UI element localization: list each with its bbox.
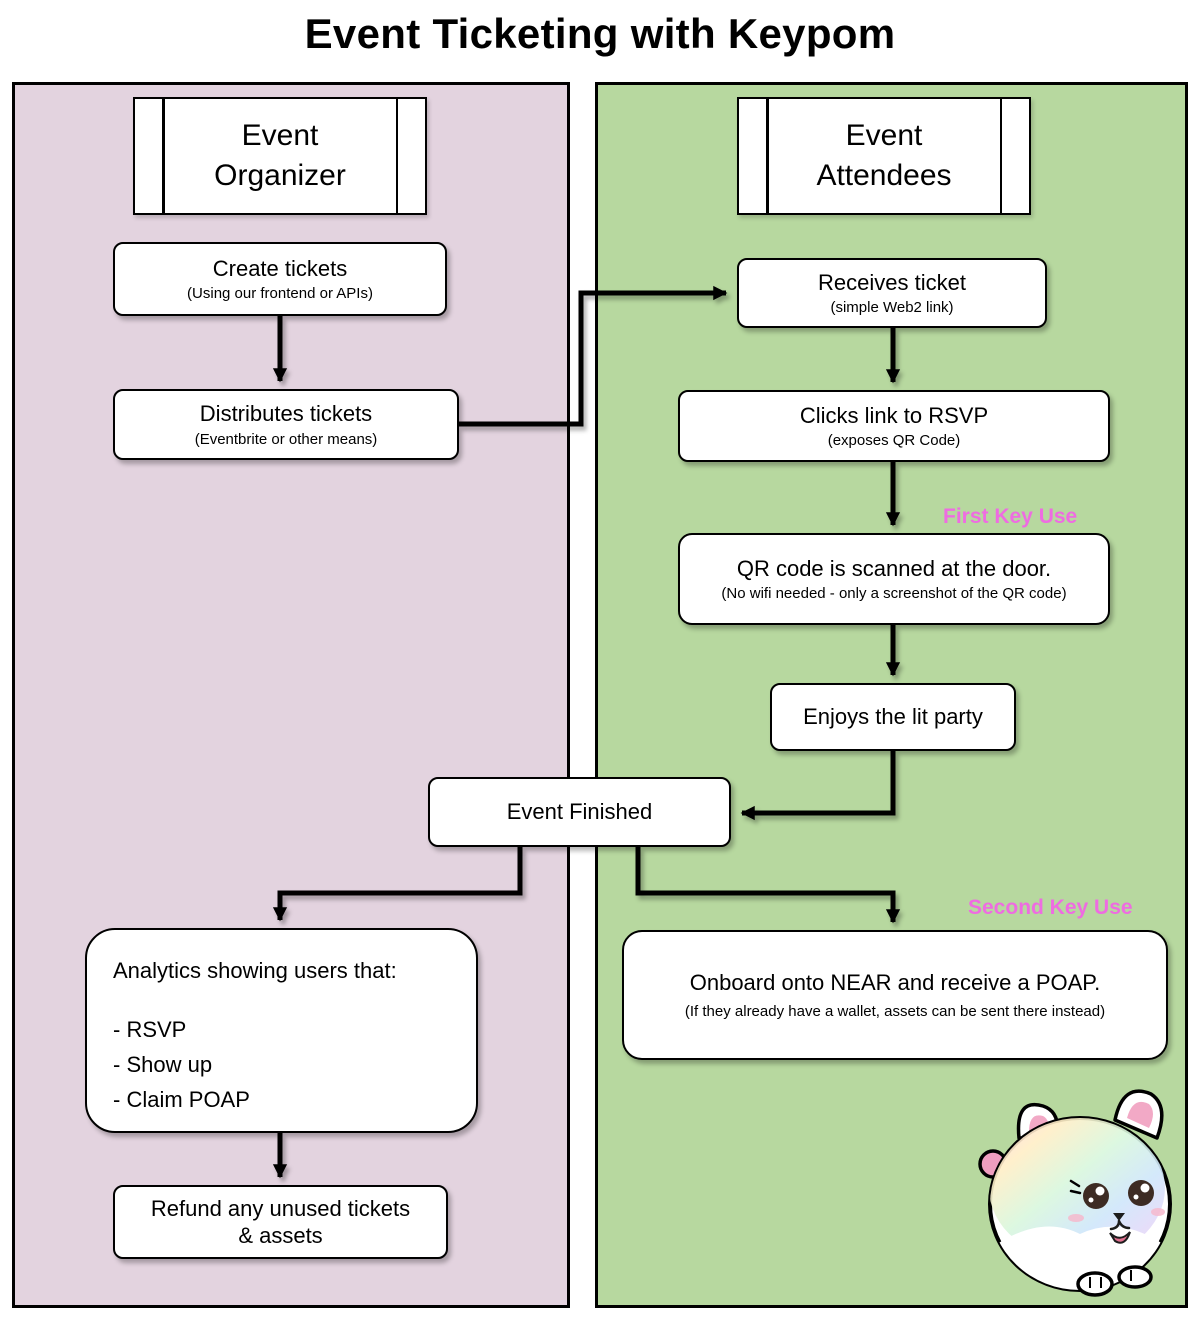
node-subtitle: (simple Web2 link) <box>830 299 954 317</box>
node-subtitle: (Eventbrite or other means) <box>194 430 378 448</box>
enjoys-party-node: Enjoys the lit party <box>770 683 1016 751</box>
attendees-header-text: Event Attendees <box>816 116 951 197</box>
node-title-line: Refund any unused tickets <box>150 1195 411 1221</box>
lane-title-line: Event <box>241 118 319 152</box>
ticket-stub-line <box>999 99 1002 213</box>
second-key-use-label: Second Key Use <box>968 896 1133 919</box>
lane-title-line: Attendees <box>816 159 952 192</box>
mascot-mouth <box>1109 1231 1131 1244</box>
node-title: Analytics showing users that: <box>113 958 397 983</box>
receives-ticket-node: Receives ticket (simple Web2 link) <box>737 258 1047 328</box>
node-title: Clicks link to RSVP <box>799 402 989 428</box>
lane-title-line: Event <box>845 118 923 152</box>
mascot-paw <box>1076 1271 1114 1297</box>
create-tickets-node: Create tickets (Using our frontend or AP… <box>113 242 447 316</box>
node-title: Onboard onto NEAR and receive a POAP. <box>689 969 1101 995</box>
node-title: Distributes tickets <box>199 401 373 427</box>
node-title: QR code is scanned at the door. <box>736 555 1052 581</box>
distributes-tickets-node: Distributes tickets (Eventbrite or other… <box>113 389 459 460</box>
clicks-link-rsvp-node: Clicks link to RSVP (exposes QR Code) <box>678 390 1110 462</box>
refund-node: Refund any unused tickets & assets <box>113 1185 448 1259</box>
organizer-header-text: Event Organizer <box>214 116 346 197</box>
mascot-left-eye <box>1083 1183 1109 1209</box>
keypom-mascot-dog <box>978 1089 1172 1297</box>
mascot-right-eye <box>1128 1180 1154 1206</box>
qr-scanned-node: QR code is scanned at the door. (No wifi… <box>678 533 1110 625</box>
onboard-near-node: Onboard onto NEAR and receive a POAP. (I… <box>622 930 1168 1060</box>
mascot-nose <box>1113 1213 1125 1221</box>
ticket-stub-line <box>395 99 398 213</box>
analytics-item: - RSVP <box>113 1016 187 1042</box>
node-title: Create tickets <box>212 255 348 281</box>
analytics-item: - Claim POAP <box>113 1086 250 1112</box>
page-title: Event Ticketing with Keypom <box>304 10 896 57</box>
analytics-node: Analytics showing users that: - RSVP - S… <box>85 928 478 1133</box>
node-title: Enjoys the lit party <box>803 704 983 730</box>
event-finished-node: Event Finished <box>428 777 731 847</box>
ticket-stub-line <box>162 99 165 213</box>
analytics-items: - RSVP - Show up - Claim POAP <box>113 1017 250 1113</box>
node-title-line: & assets <box>238 1223 323 1248</box>
node-subtitle: (No wifi needed - only a screenshot of t… <box>721 585 1067 603</box>
first-key-use-label: First Key Use <box>943 505 1078 528</box>
node-title: Receives ticket <box>818 269 966 295</box>
node-subtitle: (exposes QR Code) <box>827 432 961 450</box>
lane-title-line: Organizer <box>214 159 346 192</box>
node-subtitle: (If they already have a wallet, assets c… <box>684 1003 1106 1021</box>
organizer-header: Event Organizer <box>133 97 427 215</box>
node-title: Event Finished <box>506 799 653 825</box>
analytics-item: - Show up <box>113 1051 213 1077</box>
node-subtitle: (Using our frontend or APIs) <box>187 285 373 303</box>
mascot-paw <box>1117 1265 1153 1289</box>
ticket-stub-line <box>766 99 769 213</box>
attendees-header: Event Attendees <box>737 97 1031 215</box>
